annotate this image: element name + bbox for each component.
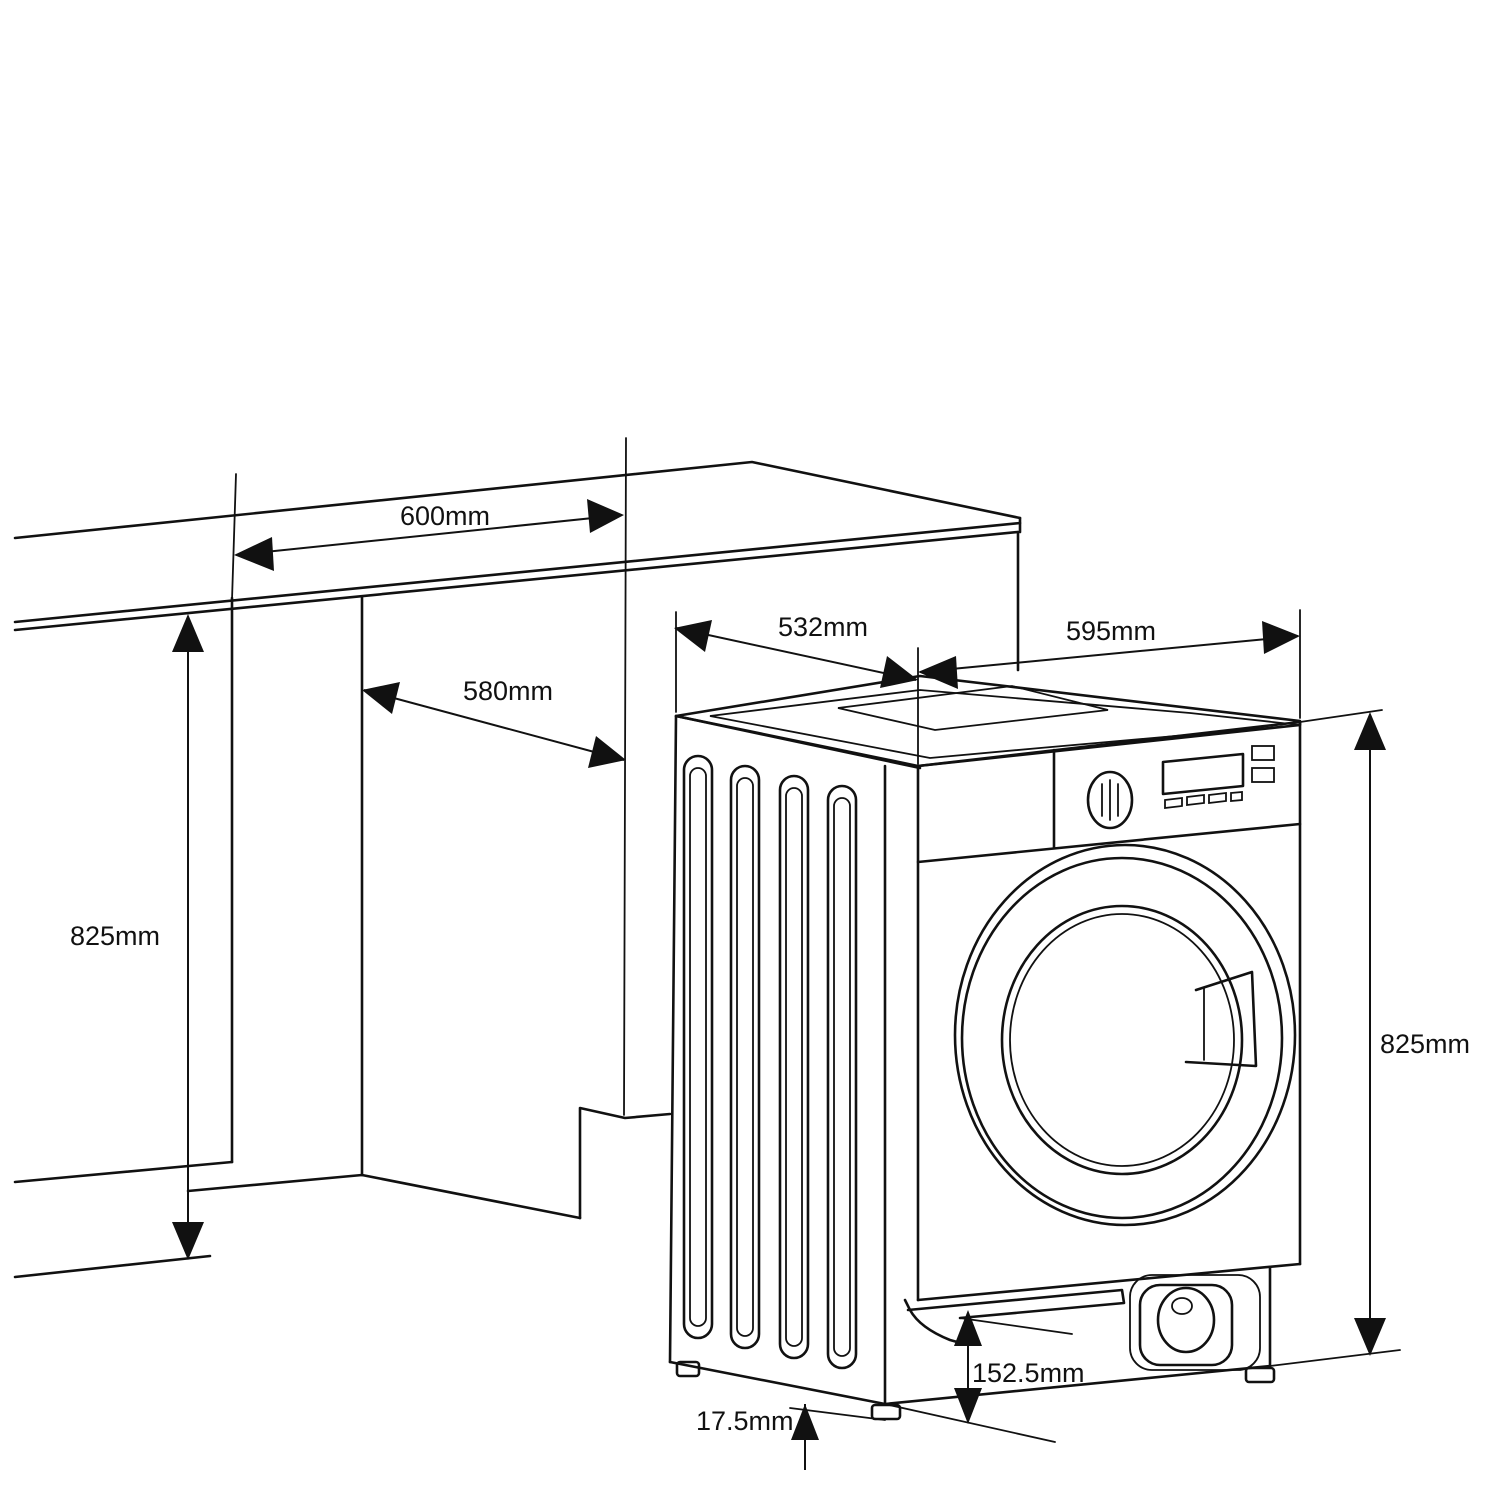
control-panel	[1086, 745, 1275, 830]
cabinet-extension-lines	[231, 437, 627, 1116]
label-cabinet-height: 825mm	[70, 921, 160, 951]
dimension-825mm-left	[172, 614, 204, 1260]
washing-machine	[668, 674, 1302, 1406]
label-machine-width: 595mm	[1066, 616, 1156, 646]
dimension-532mm	[674, 620, 918, 688]
dimension-825mm-right	[1354, 712, 1386, 1356]
machine-extension-lines	[675, 609, 1401, 1443]
label-machine-height: 825mm	[1380, 1029, 1470, 1059]
dimension-600mm	[234, 499, 624, 571]
label-cabinet-width: 600mm	[400, 501, 490, 531]
dimension-17-5mm	[791, 1404, 819, 1470]
label-machine-depth: 532mm	[778, 612, 868, 642]
machine-plinth	[903, 1274, 1261, 1371]
label-foot-height: 17.5mm	[696, 1406, 794, 1436]
dimension-595mm	[918, 621, 1300, 689]
kitchen-cabinet-outline	[13, 460, 1022, 1279]
filter-cover-icon	[1138, 1283, 1234, 1367]
label-cabinet-depth: 580mm	[463, 676, 553, 706]
side-panel-ribs	[682, 754, 858, 1370]
machine-door	[953, 843, 1297, 1227]
button-icon	[1251, 767, 1275, 783]
label-plinth-height: 152.5mm	[972, 1358, 1085, 1388]
button-icon	[1251, 745, 1275, 761]
display-screen	[1161, 752, 1245, 796]
dimension-580mm	[362, 682, 626, 768]
program-dial-icon	[1086, 770, 1134, 830]
dimension-152-5mm	[954, 1310, 982, 1424]
